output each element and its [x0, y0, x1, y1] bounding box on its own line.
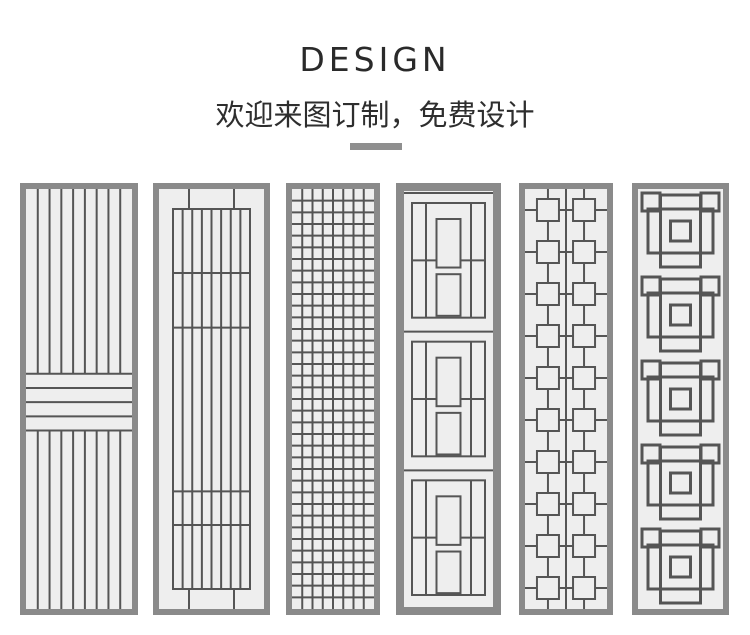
- lattice-panel-3: [286, 183, 380, 615]
- lattice-panel-2: [153, 183, 270, 615]
- page-title: DESIGN: [299, 40, 451, 79]
- lattice-panel-1: [20, 183, 138, 615]
- lattice-panel-6: [632, 183, 729, 615]
- page-subtitle: 欢迎来图订制，免费设计: [215, 98, 535, 132]
- lattice-panel-5: [519, 183, 613, 615]
- lattice-panel-4: [396, 183, 501, 615]
- title-divider: [350, 143, 402, 150]
